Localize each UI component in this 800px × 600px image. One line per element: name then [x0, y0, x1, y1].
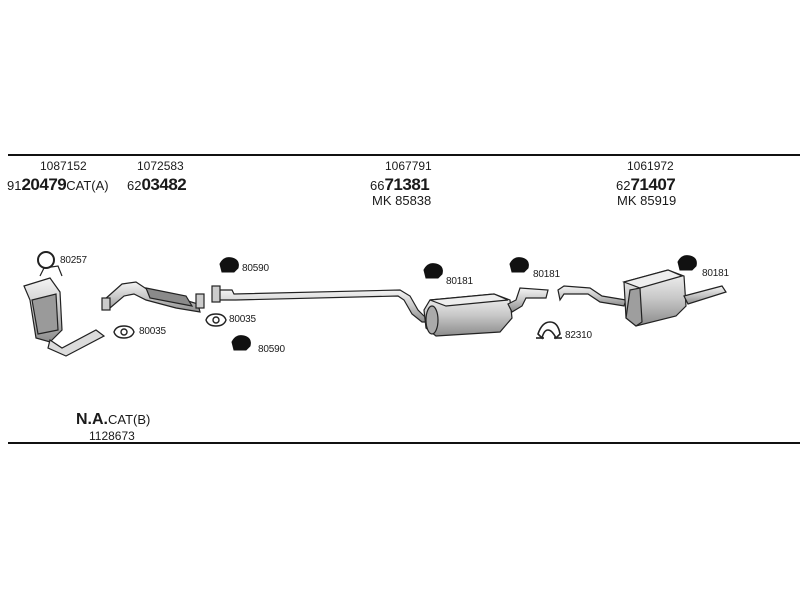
rubber-hanger-5-icon	[677, 255, 697, 271]
footer-title: N.A.CAT(B)	[76, 412, 150, 428]
footer-title-bold: N.A.	[76, 411, 108, 428]
group-3-code: 6671381	[370, 175, 430, 194]
group-2-prefix: 62	[127, 178, 142, 193]
part-label-p7: 80181	[533, 269, 560, 280]
group-3-mk: MK 85838	[372, 193, 432, 208]
group-4-ref: 1061972	[627, 159, 674, 173]
rubber-hanger-2-icon	[231, 335, 251, 351]
footer-title-rest: CAT(B)	[108, 412, 151, 427]
group-1-ref: 1087152	[40, 159, 87, 173]
group-2-code: 6203482	[127, 175, 187, 194]
front-pipe	[101, 281, 205, 313]
clamp-icon	[536, 321, 562, 340]
part-label-p4: 80035	[229, 314, 256, 325]
part-label-p5: 80590	[258, 344, 285, 355]
part-label-p6: 80181	[446, 276, 473, 287]
group-3-prefix: 66	[370, 178, 385, 193]
gasket-2-icon	[205, 313, 227, 327]
part-label-p1: 80257	[60, 255, 87, 266]
part-label-p3: 80590	[242, 263, 269, 274]
part-label-p8: 82310	[565, 330, 592, 341]
group-1-suffix: CAT(A)	[66, 178, 109, 193]
rear-silencer	[557, 269, 727, 327]
group-3-main: 71381	[384, 175, 430, 194]
group-1-main: 20479	[21, 175, 67, 194]
group-1-prefix: 91	[7, 178, 22, 193]
gasket-1-icon	[113, 325, 135, 339]
group-4-main: 71407	[630, 175, 676, 194]
rubber-hanger-1-icon	[219, 257, 239, 273]
catalytic-converter	[23, 265, 106, 357]
footer-number: 1128673	[89, 429, 135, 443]
group-2-main: 03482	[141, 175, 187, 194]
group-3-ref: 1067791	[385, 159, 432, 173]
rubber-hanger-3-icon	[423, 263, 443, 279]
group-4-code: 6271407	[616, 175, 676, 194]
group-4-prefix: 62	[616, 178, 631, 193]
centre-silencer	[423, 287, 549, 337]
group-4-mk: MK 85919	[617, 193, 677, 208]
part-label-p2: 80035	[139, 326, 166, 337]
group-2-ref: 1072583	[137, 159, 184, 173]
oxygen-sensor-ring-icon	[37, 251, 55, 269]
group-1-code: 9120479CAT(A)	[7, 176, 109, 194]
rubber-hanger-4-icon	[509, 257, 529, 273]
part-label-p9: 80181	[702, 268, 729, 279]
